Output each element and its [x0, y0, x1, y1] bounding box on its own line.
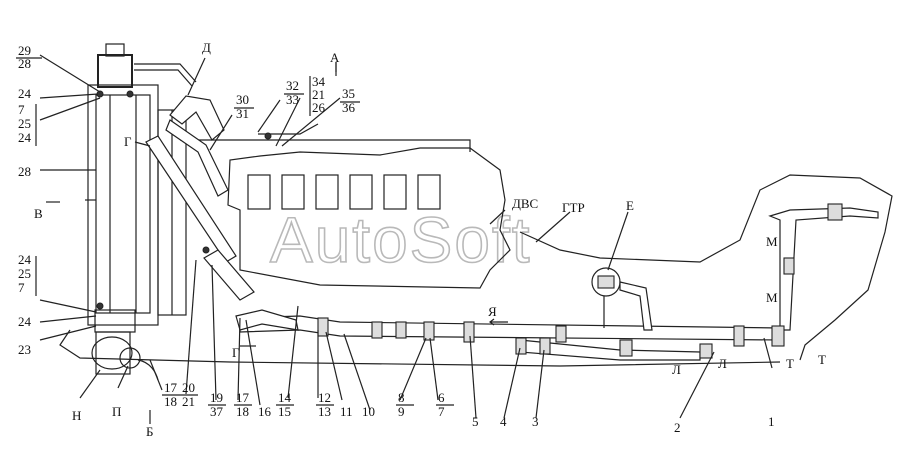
top-callouts: 30 31 32 33 34 21 26 35 36 [234, 74, 360, 121]
label-t1: Т [786, 356, 794, 371]
label-l1: Л [672, 362, 681, 377]
callout-bottom-3-a: 17 [236, 390, 250, 405]
callout-30: 30 [236, 92, 249, 107]
callout-bottom-10-b: 7 [438, 404, 445, 419]
label-a: А [330, 50, 340, 65]
fittings [317, 203, 843, 359]
engine-top-pipe [258, 123, 319, 135]
direction-arrows [46, 62, 508, 347]
valve-e [591, 267, 653, 331]
label-g-top: Г [124, 134, 132, 149]
callout-bottom-12-a: 4 [500, 414, 507, 429]
label-n: Н [72, 408, 81, 423]
callout-bottom-7-a: 11 [340, 404, 353, 419]
callout-bottom-1-a: 20 [182, 380, 195, 395]
label-dvs: ДВС [512, 196, 538, 211]
callout-bottom-0-a: 17 [164, 380, 178, 395]
label-d: Д [202, 40, 211, 55]
top-line [134, 63, 197, 83]
watermark: AutoSoft [270, 204, 532, 276]
callout-29: 29 [18, 43, 31, 58]
callout-21: 21 [312, 87, 325, 102]
callout-7b: 7 [18, 280, 25, 295]
letter-labels: Д А В Г Г ДВС ГТР Е Я М М Л Л Т Т Н П Б [34, 40, 826, 439]
label-v: В [34, 206, 43, 221]
callout-34: 34 [312, 74, 326, 89]
label-l2: Л [718, 356, 727, 371]
callout-bottom-4-a: 16 [258, 404, 272, 419]
label-g-bottom: Г [232, 345, 240, 360]
callout-23: 23 [18, 342, 31, 357]
callout-bottom-5-a: 14 [278, 390, 292, 405]
leader-lines [39, 54, 773, 424]
callout-bottom-5-b: 15 [278, 404, 291, 419]
callout-bottom-2-a: 19 [210, 390, 223, 405]
callout-bottom-10-a: 6 [438, 390, 445, 405]
callout-31: 31 [236, 106, 249, 121]
callout-24c: 24 [18, 252, 32, 267]
label-e: Е [626, 198, 634, 213]
label-t2: Т [818, 352, 826, 367]
frame-right [59, 174, 893, 367]
callout-bottom-9-a: 8 [398, 390, 405, 405]
callout-24d: 24 [18, 314, 32, 329]
callout-bottom-8-a: 10 [362, 404, 375, 419]
callout-28b: 28 [18, 164, 31, 179]
engine-block [180, 139, 511, 289]
callout-36: 36 [342, 100, 356, 115]
top-line-2 [134, 69, 193, 87]
diagonal-pipe [145, 95, 255, 301]
label-b: Б [146, 424, 153, 439]
label-gtr: ГТР [562, 200, 585, 215]
callout-25a: 25 [18, 116, 31, 131]
callout-26: 26 [312, 100, 326, 115]
callout-bottom-6-b: 13 [318, 404, 331, 419]
callout-bottom-14-a: 2 [674, 420, 681, 435]
callout-bottom-6-a: 12 [318, 390, 331, 405]
callout-24b: 24 [18, 130, 32, 145]
label-ya: Я [488, 304, 497, 319]
callout-bottom-11-a: 5 [472, 414, 479, 429]
label-m2: М [766, 290, 778, 305]
callout-33: 33 [286, 92, 299, 107]
callout-7a: 7 [18, 102, 25, 117]
callout-bottom-0-b: 18 [164, 394, 177, 409]
callout-bottom-15-a: 1 [768, 414, 775, 429]
radiator [87, 43, 187, 333]
callout-24a: 24 [18, 86, 32, 101]
callout-bottom-9-b: 9 [398, 404, 405, 419]
callout-35: 35 [342, 86, 355, 101]
left-callouts: 29 28 24 7 25 24 28 24 25 7 24 23 [16, 43, 42, 357]
callout-bottom-2-b: 37 [210, 404, 224, 419]
callout-28a: 28 [18, 56, 31, 71]
callout-32: 32 [286, 78, 299, 93]
callout-25b: 25 [18, 266, 31, 281]
callout-bottom-13-a: 3 [532, 414, 539, 429]
callout-bottom-1-b: 21 [182, 394, 195, 409]
label-m1: М [766, 234, 778, 249]
label-p: П [112, 404, 121, 419]
callout-bottom-3-b: 18 [236, 404, 249, 419]
